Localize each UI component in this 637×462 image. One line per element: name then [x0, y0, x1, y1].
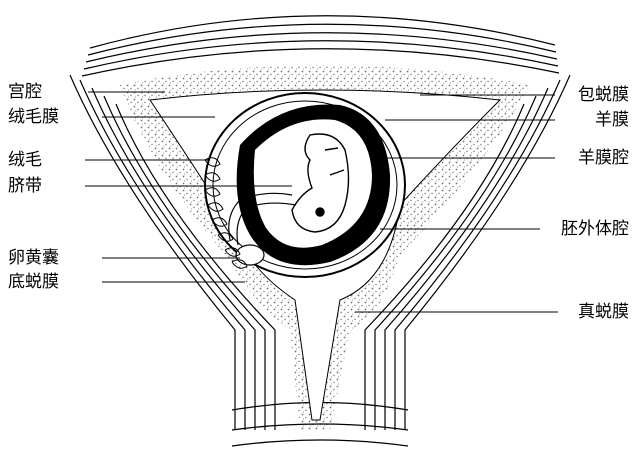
- label-amniotic-cavity: 羊膜腔: [578, 148, 629, 168]
- label-decidua-capsularis: 包蜕膜: [578, 85, 629, 105]
- yolk-sac: [236, 245, 264, 265]
- label-decidua-parietalis: 真蜕膜: [578, 302, 629, 322]
- label-villi: 绒毛: [8, 150, 42, 170]
- label-uterine-cavity: 宫腔: [8, 82, 42, 102]
- label-amnion: 羊膜: [595, 110, 629, 130]
- label-chorion: 绒毛膜: [8, 107, 59, 127]
- label-yolk-sac: 卵黄囊: [8, 248, 59, 268]
- label-decidua-basalis: 底蜕膜: [8, 272, 59, 292]
- label-umbilical-cord: 脐带: [8, 176, 42, 196]
- label-extraembryonic-coelom: 胚外体腔: [561, 219, 629, 239]
